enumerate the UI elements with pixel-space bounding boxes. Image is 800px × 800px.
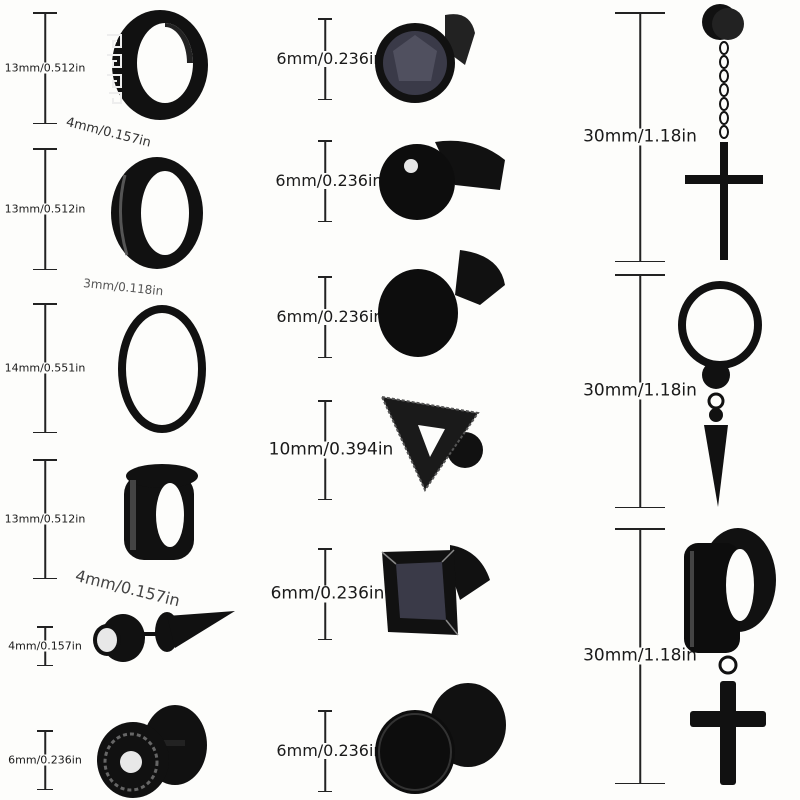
height-label: 30mm/1.18in	[583, 645, 697, 666]
plain-hoop-icon	[111, 157, 203, 269]
height-label: 13mm/0.512in	[4, 61, 86, 75]
disc-stud-icon	[378, 250, 505, 357]
ball-stud-icon	[379, 140, 505, 220]
height-label: 13mm/0.512in	[4, 202, 86, 216]
height-label: 6mm/0.236in	[276, 49, 384, 68]
width-label: 3mm/0.118in	[82, 276, 164, 299]
height-label: 10mm/0.394in	[268, 439, 394, 460]
hoop-spike-icon	[678, 281, 762, 507]
dimension-marker: 30mm/1.18in	[583, 12, 697, 262]
huggie-cross-icon	[684, 528, 776, 785]
height-label: 6mm/0.236in	[276, 741, 384, 760]
chain-cross-icon	[685, 4, 763, 260]
round-gem-stud-icon	[375, 14, 475, 103]
dimension-marker: 10mm/0.394in	[268, 400, 394, 500]
height-label: 6mm/0.236in	[8, 753, 82, 767]
dimension-marker: 6mm/0.236in	[8, 730, 82, 790]
triangle-stud-icon	[380, 395, 483, 493]
wide-huggie-icon	[124, 464, 198, 560]
height-label: 14mm/0.551in	[4, 361, 86, 375]
greek-key-plug-icon	[97, 705, 207, 798]
height-label: 6mm/0.236in	[276, 307, 384, 326]
dimension-marker: 6mm/0.236in	[276, 276, 384, 358]
dimension-marker: 6mm/0.236in	[276, 710, 384, 792]
height-label: 4mm/0.157in	[8, 639, 82, 653]
dimension-marker: 14mm/0.551in	[4, 303, 86, 433]
dimension-marker: 13mm/0.512in	[4, 12, 86, 124]
dimension-marker: 6mm/0.236in	[270, 548, 385, 640]
thin-hoop-icon	[118, 305, 206, 433]
square-gem-stud-icon	[381, 545, 490, 636]
height-label: 30mm/1.18in	[583, 126, 697, 147]
width-label: 4mm/0.157in	[73, 566, 182, 611]
height-label: 30mm/1.18in	[583, 380, 697, 401]
height-label: 6mm/0.236in	[275, 171, 383, 190]
dimension-marker: 13mm/0.512in	[4, 148, 86, 270]
dimension-marker: 6mm/0.236in	[275, 140, 383, 222]
height-label: 6mm/0.236in	[270, 583, 385, 604]
barbell-plug-icon	[375, 683, 506, 794]
dimension-marker: 6mm/0.236in	[276, 18, 384, 100]
spike-stud-icon	[93, 611, 235, 662]
dimension-marker: 30mm/1.18in	[583, 274, 697, 508]
height-label: 13mm/0.512in	[4, 512, 86, 526]
dimension-marker: 30mm/1.18in	[583, 528, 697, 784]
dimension-marker: 4mm/0.157in	[8, 626, 82, 666]
greek-key-hoop-icon	[107, 10, 208, 120]
dimension-marker: 13mm/0.512in	[4, 459, 86, 579]
